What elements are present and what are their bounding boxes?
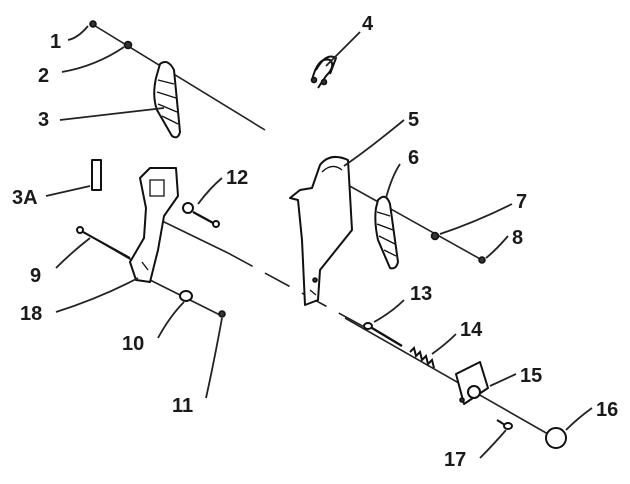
right-upper-axis-line: [329, 174, 483, 261]
callout-4: 4: [362, 13, 374, 35]
callout-15: 15: [520, 365, 542, 387]
part-3-spring: [153, 61, 181, 139]
leader-16: [565, 407, 593, 431]
part-6-spring: [374, 195, 399, 270]
part-5-hole: [312, 277, 318, 283]
upper-axis-line: [91, 23, 266, 131]
part-15-mounting-block: [455, 361, 489, 405]
part-5-bracket-plate: [289, 155, 353, 306]
parts: [76, 20, 567, 449]
leader-8: [485, 235, 509, 259]
part-17-screw: [496, 419, 513, 430]
callout-7: 7: [516, 191, 527, 213]
callout-6: 6: [408, 147, 419, 169]
callout-10: 10: [122, 333, 144, 355]
part-6-spring-coils: [376, 211, 397, 257]
part-18-pedal-detail: [141, 179, 165, 271]
lower-axis-line: [344, 317, 556, 439]
callout-labels: 1 2 3 3A 4 5 6 7 8 9 10 11 12 13 14 15 1…: [12, 13, 618, 471]
callout-12: 12: [226, 167, 248, 189]
leader-6: [385, 163, 401, 199]
leader-lines: [45, 25, 593, 459]
part-13-rod: [363, 322, 403, 348]
callout-3a: 3A: [12, 187, 38, 209]
part-16-knob: [545, 427, 567, 449]
callout-8: 8: [512, 227, 523, 249]
part-8-pin: [478, 256, 486, 264]
callout-16: 16: [596, 399, 618, 421]
leader-18: [55, 277, 139, 313]
callout-17: 17: [444, 449, 466, 471]
leader-2: [61, 46, 125, 73]
callout-5: 5: [408, 109, 419, 131]
part-5-bracket-detail: [309, 165, 343, 296]
leader-3a: [45, 185, 91, 197]
part-4-clip: [310, 55, 338, 89]
leader-10: [157, 301, 185, 339]
callout-3: 3: [38, 109, 49, 131]
part-12-bolt: [182, 202, 220, 228]
callout-9: 9: [30, 265, 41, 287]
part-11-pin: [218, 310, 226, 318]
part-1-pin: [89, 20, 97, 28]
part-9-bolt: [76, 226, 131, 259]
leader-17: [479, 429, 507, 459]
callout-13: 13: [410, 283, 432, 305]
part-2-washer: [123, 40, 133, 50]
callout-14: 14: [460, 319, 483, 341]
leader-15: [489, 373, 517, 387]
leader-13: [373, 299, 405, 323]
leader-14: [431, 333, 457, 355]
part-7-washer: [430, 231, 440, 241]
leader-9: [55, 237, 91, 269]
callout-18: 18: [20, 303, 42, 325]
center-dashed-axis: [227, 252, 371, 331]
pedal-axis-line: [159, 219, 229, 254]
leader-1: [67, 25, 89, 41]
leader-11: [205, 317, 223, 399]
part-3a-label: [91, 159, 102, 191]
leader-4: [325, 31, 361, 67]
leader-12: [197, 177, 223, 205]
callout-2: 2: [38, 65, 49, 87]
leader-7: [439, 203, 513, 235]
leader-5: [343, 119, 405, 167]
part-10-bushing: [179, 290, 193, 302]
callout-11: 11: [172, 395, 193, 417]
part-3-spring-coils: [156, 79, 179, 125]
part-14-spring: [409, 346, 435, 369]
part-18-pedal-arm: [129, 167, 179, 283]
leader-3: [59, 107, 165, 121]
callout-1: 1: [50, 31, 61, 53]
